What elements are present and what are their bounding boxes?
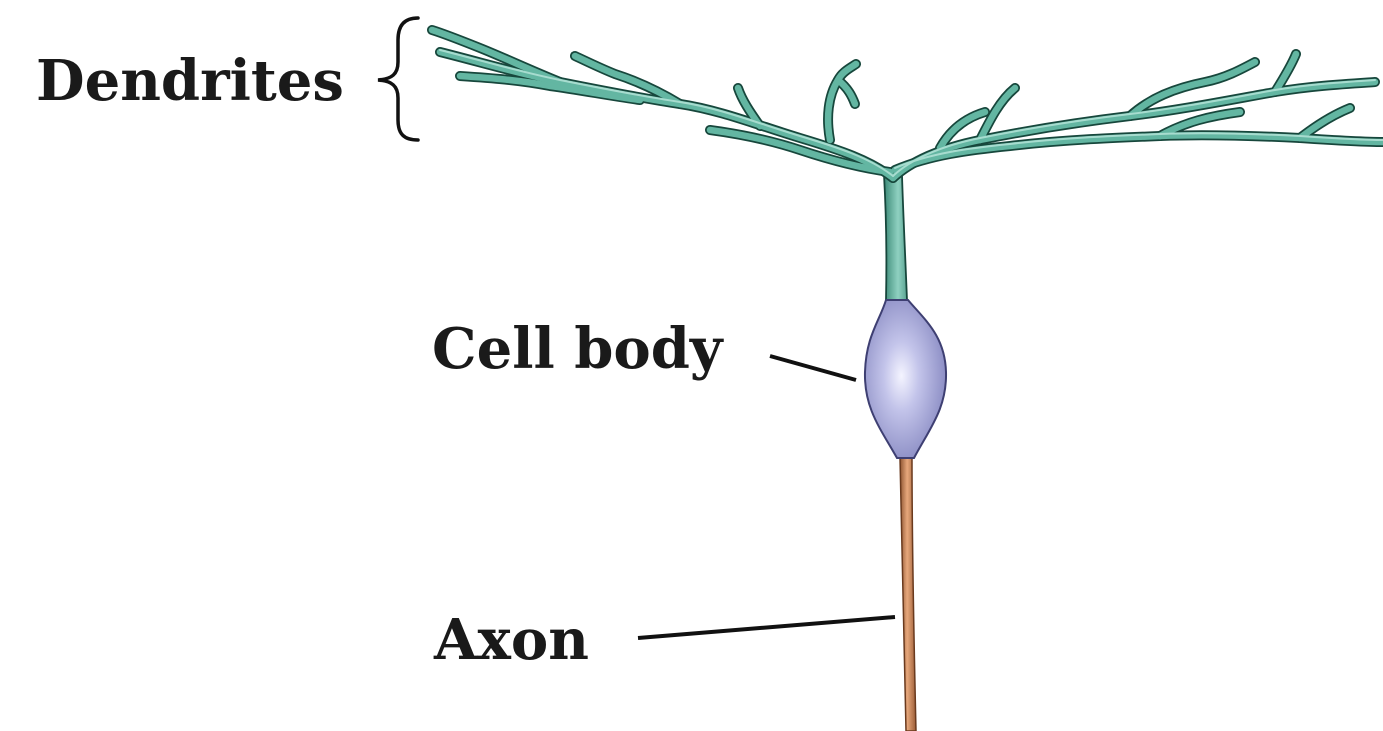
cell-body-label: Cell body [432,316,724,382]
cell-body-leader-line [770,356,856,380]
axon-leader-line [638,617,895,638]
dendrites-label: Dendrites [36,48,344,114]
axon [900,458,916,731]
dendrites-label-group: Dendrites [36,18,418,140]
cell-body-label-group: Cell body [432,316,856,382]
axon-label-group: Axon [433,607,895,673]
axon-label: Axon [433,607,589,673]
cell-body-soma [865,300,946,458]
dendrites-brace [378,18,418,140]
dendritic-tree [432,30,1383,178]
